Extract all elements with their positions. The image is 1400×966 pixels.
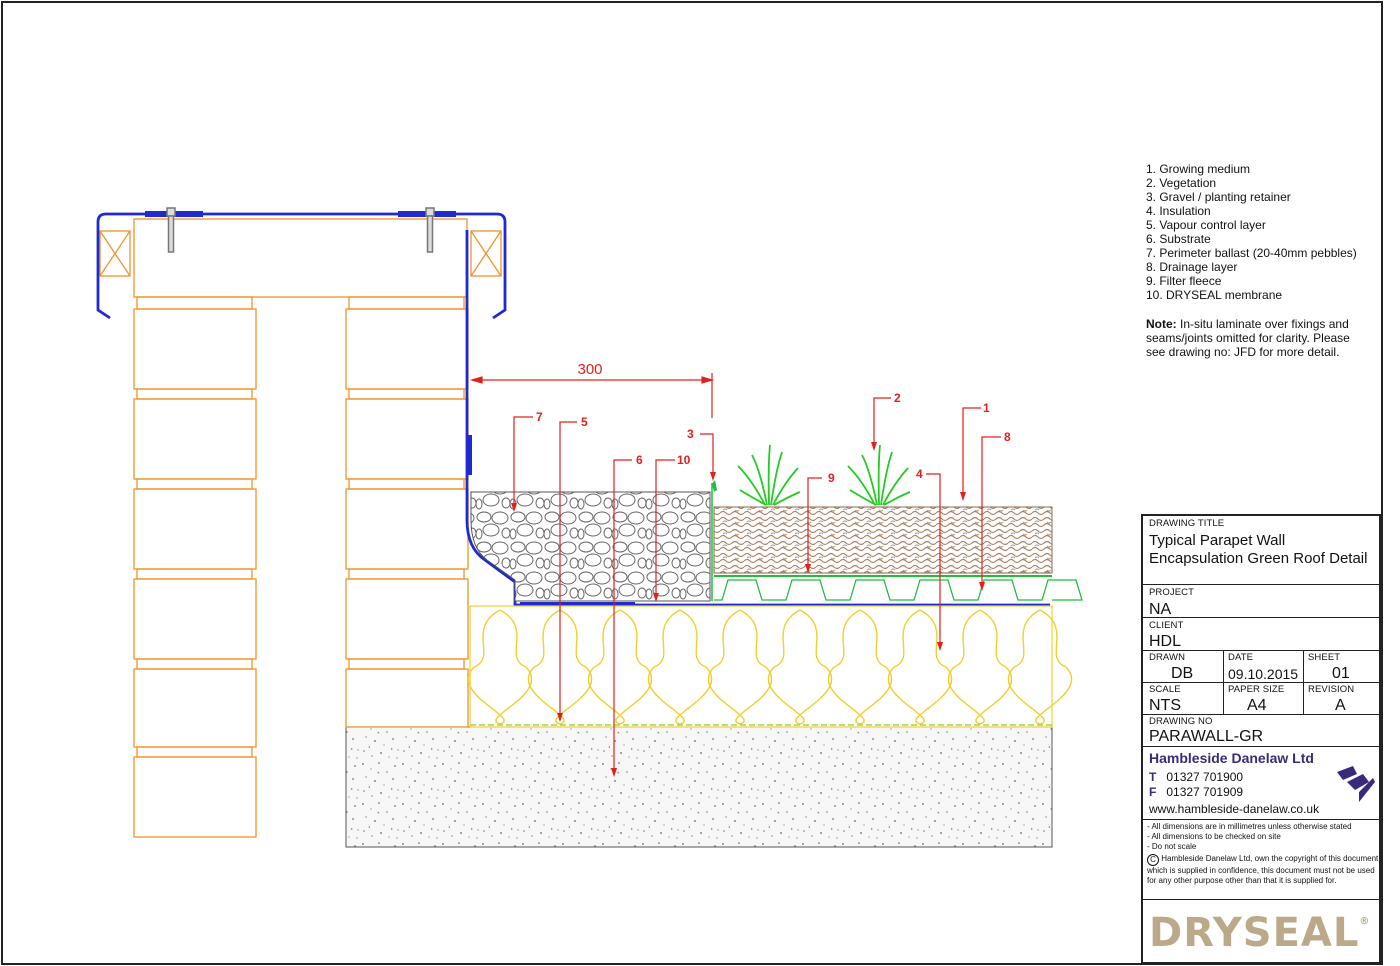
- callout-9: 9: [828, 471, 835, 485]
- tel-value: 01327 701900: [1166, 770, 1244, 784]
- legend-item: 7. Perimeter ballast (20-40mm pebbles): [1146, 246, 1357, 260]
- company-logo-icon: [1337, 766, 1375, 802]
- callout-8: 8: [1004, 430, 1011, 444]
- brand-name: DRYSEAL: [1149, 910, 1360, 956]
- drawing-no-value: PARAWALL-GR: [1149, 728, 1264, 745]
- client-value: HDL: [1149, 633, 1182, 650]
- note-line: - Do not scale: [1147, 842, 1197, 851]
- brand-registered-mark: ®: [1359, 916, 1371, 927]
- insulation: [467, 605, 1073, 728]
- dimension-label: 300: [577, 361, 602, 378]
- growing-medium: [713, 506, 1053, 574]
- date-label: DATE: [1228, 652, 1254, 663]
- title-block: DRAWING TITLE Typical Parapet Wall Encap…: [1141, 514, 1381, 964]
- website: www.hambleside-danelaw.co.uk: [1149, 802, 1320, 816]
- legend-item: 8. Drainage layer: [1146, 260, 1238, 274]
- fax-key: F: [1149, 785, 1157, 799]
- legend-item: 2. Vegetation: [1146, 176, 1217, 190]
- callout-labels: 7 5 6 10 3 2 1 8 9 4: [536, 391, 1011, 485]
- drawing-no-label: DRAWING NO: [1149, 716, 1213, 727]
- copyright-icon: C: [1147, 854, 1159, 866]
- note-label: Note:: [1146, 317, 1177, 331]
- copyright-notice: C Hambleside Danelaw Ltd, own the copyri…: [1147, 854, 1379, 886]
- paper-size-label: PAPER SIZE: [1228, 684, 1285, 695]
- tel-key: T: [1149, 770, 1157, 784]
- legend-item: 4. Insulation: [1146, 204, 1211, 218]
- fax: F 01327 701909: [1149, 785, 1243, 799]
- drawn-label: DRAWN: [1149, 652, 1186, 663]
- legend-item: 3. Gravel / planting retainer: [1146, 190, 1291, 204]
- revision-value: A: [1335, 697, 1346, 714]
- fax-value: 01327 701909: [1166, 785, 1244, 799]
- callout-leaders: [513, 397, 1001, 775]
- callout-3: 3: [687, 427, 694, 441]
- callout-2: 2: [894, 391, 901, 405]
- legend: 1. Growing medium 2. Vegetation 3. Grave…: [1146, 162, 1357, 302]
- retainer-tip: [712, 480, 717, 492]
- coping-membrane: [96, 212, 1050, 607]
- callout-6: 6: [636, 453, 643, 467]
- perimeter-ballast: [470, 491, 711, 602]
- substrate: [345, 726, 1053, 848]
- dimension-300: [469, 373, 715, 418]
- drawing-title-line1: Typical Parapet Wall: [1149, 532, 1286, 549]
- note-line: - All dimensions to be checked on site: [1147, 832, 1281, 841]
- legend-item: 5. Vapour control layer: [1146, 218, 1266, 232]
- client-label: CLIENT: [1149, 620, 1184, 631]
- dryseal-logo: DRYSEAL®: [1149, 910, 1370, 956]
- legend-item: 10. DRYSEAL membrane: [1146, 288, 1283, 302]
- callout-7: 7: [536, 410, 543, 424]
- revision-label: REVISION: [1308, 684, 1355, 695]
- sheet-label: SHEET: [1308, 652, 1341, 663]
- callout-5: 5: [581, 415, 588, 429]
- vegetation-icon: [737, 444, 911, 506]
- callout-1: 1: [983, 401, 990, 415]
- scale-value: NTS: [1149, 697, 1181, 714]
- project-label: PROJECT: [1149, 587, 1195, 598]
- company-name: Hambleside Danelaw Ltd: [1149, 750, 1314, 766]
- legend-item: 9. Filter fleece: [1146, 274, 1222, 288]
- drawing-title-label: DRAWING TITLE: [1149, 518, 1225, 529]
- drawn-value: DB: [1171, 665, 1194, 682]
- copyright-text: Hambleside Danelaw Ltd, own the copyrigh…: [1147, 854, 1379, 885]
- drawing-note: Note: In-situ laminate over fixings and …: [1146, 317, 1361, 359]
- callout-10: 10: [677, 453, 691, 467]
- date-value: 09.10.2015: [1228, 666, 1299, 682]
- parapet-wall: [99, 218, 502, 838]
- callout-4: 4: [916, 467, 923, 481]
- paper-size-value: A4: [1247, 697, 1267, 714]
- drainage-layer: [714, 579, 1083, 601]
- project-value: NA: [1149, 601, 1172, 618]
- callout-arrowheads: [511, 442, 985, 777]
- screw-icon: [166, 207, 435, 253]
- note-line: - All dimensions are in millimetres unle…: [1147, 822, 1352, 831]
- sheet-value: 01: [1332, 665, 1350, 682]
- drawing-title-line2: Encapsulation Green Roof Detail: [1149, 550, 1368, 567]
- legend-item: 6. Substrate: [1146, 232, 1211, 246]
- legend-item: 1. Growing medium: [1146, 162, 1251, 176]
- scale-label: SCALE: [1149, 684, 1181, 695]
- telephone: T 01327 701900: [1149, 770, 1243, 784]
- note-text: In-situ laminate over fixings and seams/…: [1146, 317, 1350, 359]
